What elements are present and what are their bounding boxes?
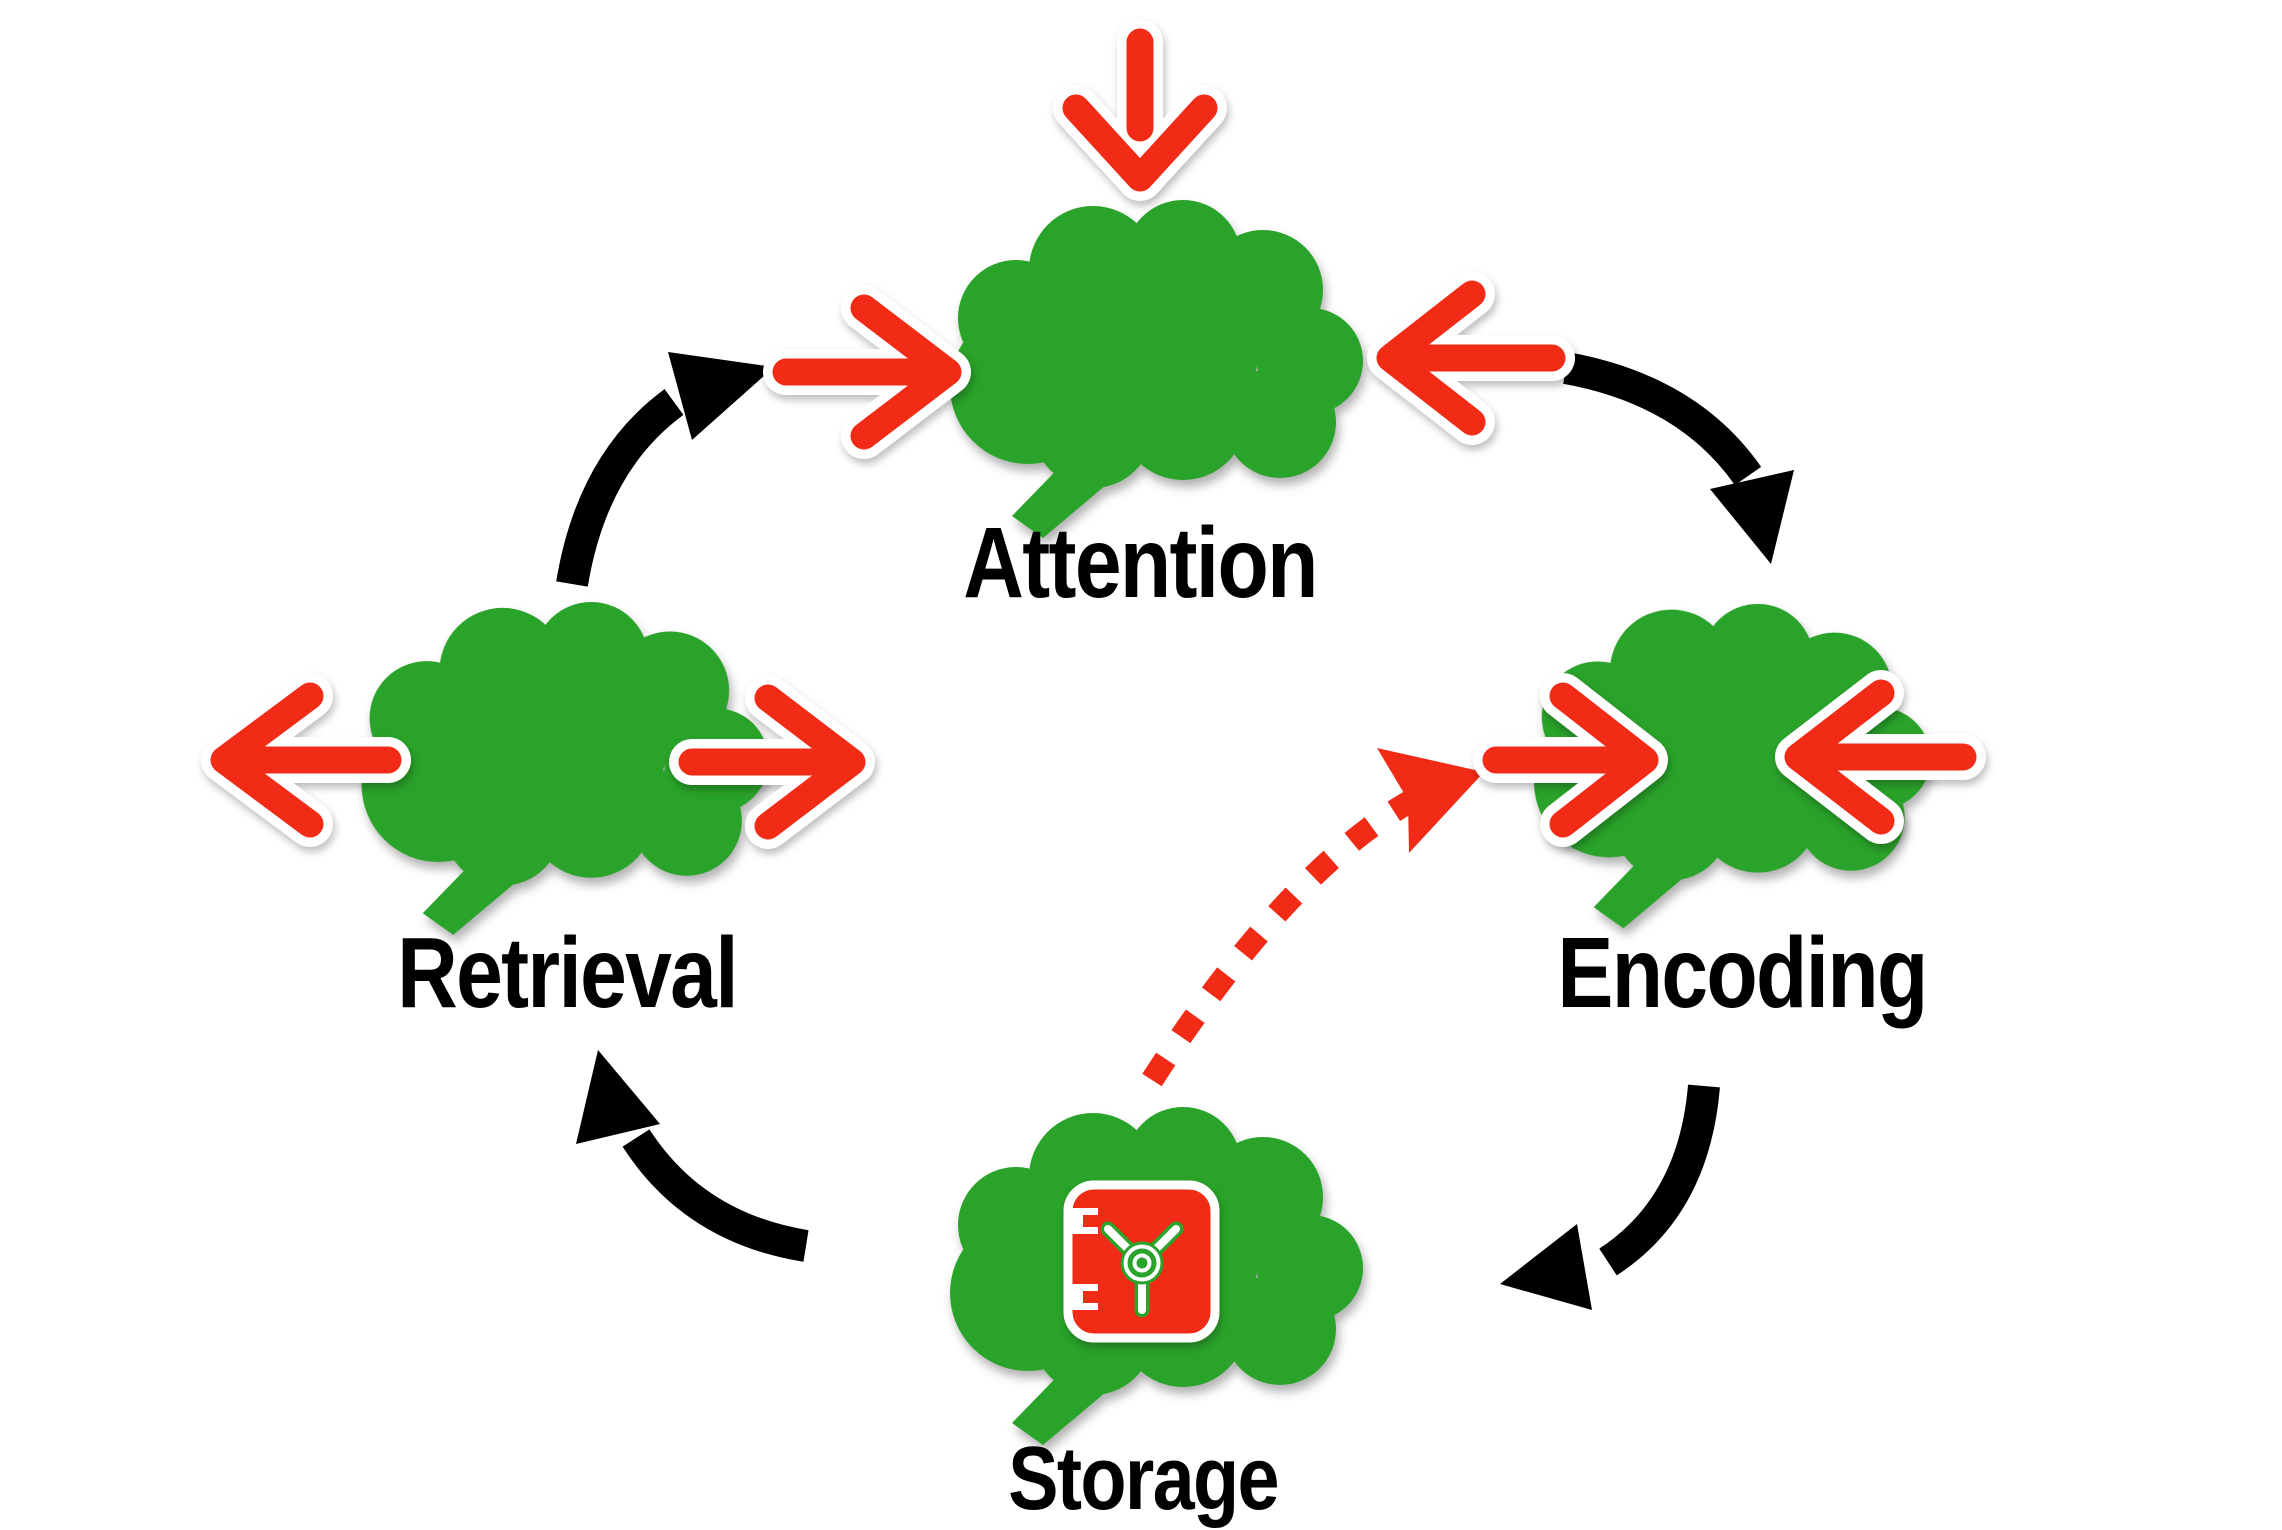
label-storage: Storage bbox=[1008, 1429, 1279, 1529]
input-arrow-left-encoding bbox=[1482, 682, 1659, 838]
cycle-arrow-storage-to-retrieval bbox=[576, 1050, 809, 1262]
cycle-arrow-encoding-to-storage bbox=[1500, 1084, 1720, 1310]
cycle-arrow-retrieval-to-attention bbox=[556, 352, 774, 587]
safe-hinges bbox=[1064, 1208, 1098, 1310]
safe-icon bbox=[1063, 1180, 1220, 1343]
output-arrow-right-retrieval bbox=[678, 684, 866, 840]
brain-attention bbox=[950, 200, 1363, 538]
safe-dial bbox=[1120, 1241, 1164, 1285]
input-arrow-left-attention bbox=[772, 294, 962, 450]
input-arrow-right-attention bbox=[1376, 280, 1566, 436]
cycle-arrow-attention-to-encoding bbox=[1563, 352, 1794, 564]
label-retrieval: Retrieval bbox=[397, 917, 738, 1029]
label-encoding: Encoding bbox=[1557, 917, 1928, 1029]
input-arrow-right-encoding bbox=[1784, 679, 1977, 835]
input-arrow-top-attention bbox=[1062, 28, 1218, 192]
label-attention: Attention bbox=[963, 507, 1318, 619]
dotted-arrow-storage-to-encoding bbox=[1142, 748, 1484, 1087]
output-arrow-left-retrieval bbox=[210, 682, 402, 838]
